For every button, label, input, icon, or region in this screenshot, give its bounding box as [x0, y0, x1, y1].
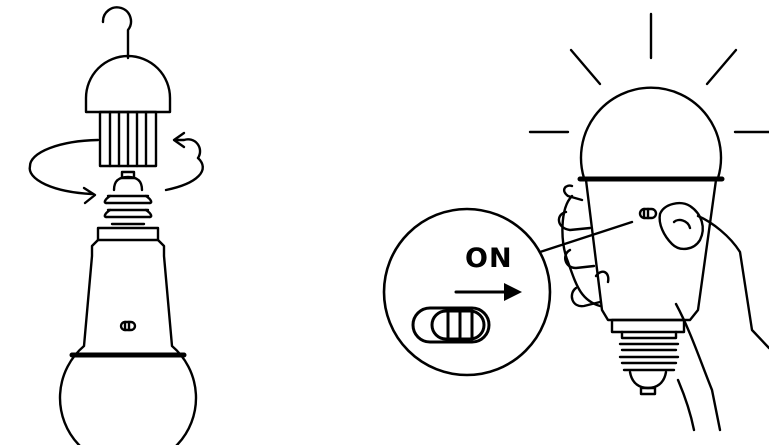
rotate-arrows-icon — [30, 133, 203, 203]
socket-icon — [100, 112, 156, 166]
left-panel — [30, 7, 203, 445]
switch-icon — [121, 322, 135, 330]
switch-icon — [413, 308, 489, 342]
zoom-circle — [384, 209, 550, 375]
bulb-base — [98, 172, 158, 240]
socket-cap — [86, 56, 170, 112]
hand-icon — [559, 186, 769, 430]
bulb-icon — [586, 180, 716, 320]
arrow-right-icon — [456, 283, 522, 301]
right-panel: ON — [384, 14, 769, 430]
zoom-pointer — [540, 222, 632, 252]
bulb-icon — [60, 240, 196, 445]
bulb-globe — [581, 88, 721, 178]
hook-icon — [103, 7, 131, 58]
switch-icon — [640, 209, 656, 218]
bulb-base — [612, 320, 684, 394]
light-rays-icon — [530, 14, 769, 132]
switch-on-label: ON — [465, 243, 513, 274]
